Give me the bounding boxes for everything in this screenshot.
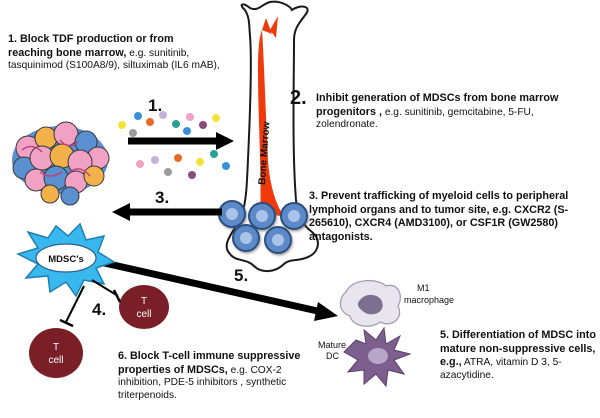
- arrow-1-number: 1.: [148, 96, 163, 115]
- inhibit-line-left: [65, 285, 85, 323]
- m1-macrophage: [339, 280, 401, 327]
- step-6-bold: 6. Block T-cell immune suppressive prope…: [118, 350, 301, 376]
- m1-label-l2: macrophage: [404, 295, 454, 305]
- myeloid-cell-nucleus: [226, 208, 238, 220]
- myeloid-cell-nucleus: [288, 210, 300, 222]
- step-3-bold: 3. Prevent trafficking of myeloid cells …: [309, 190, 569, 243]
- mature-dc-label-l1: Mature: [318, 340, 346, 350]
- mdsc-label: MDSC's: [48, 254, 84, 265]
- tcell-right-label-l2: cell: [136, 309, 151, 320]
- inhibit-line-right: [91, 279, 119, 297]
- tcell-left-label-l2: cell: [48, 355, 63, 366]
- step-2-text: Inhibit generation of MDSCs from bone ma…: [316, 92, 586, 132]
- tcell-left-label-l1: T: [53, 342, 59, 353]
- tcell-left: [29, 328, 83, 378]
- step-1-bold: 1. Block TDF production or from reaching…: [8, 33, 174, 59]
- tdf-dots: [118, 111, 230, 179]
- myeloid-cells: [218, 200, 308, 254]
- myeloid-cell-nucleus: [256, 210, 268, 222]
- tcell-right-label-l1: T: [141, 296, 147, 307]
- step-5-text: 5. Differentiation of MDSC into mature n…: [440, 329, 598, 382]
- bone-marrow-label: Bone Marrow: [257, 121, 272, 185]
- step-6-rest: e.g. COX-2 inhibition, PDE-5 inhibitors …: [118, 364, 287, 401]
- arrow-5: [99, 258, 323, 316]
- step-5-rest: ATRA, vitamin D 3, 5-azacytidine.: [440, 357, 562, 381]
- step-2-rest: e.g. sunitinib, gemcitabine, 5-FU, zolen…: [316, 106, 534, 131]
- step-1-text: 1. Block TDF production or from reaching…: [8, 33, 220, 73]
- mature-dc: [343, 326, 412, 388]
- arrow-4-number: 4.: [92, 300, 107, 319]
- myeloid-cell-nucleus: [272, 234, 284, 246]
- myeloid-cell-nucleus: [240, 232, 252, 244]
- step-5-bold: 5. Differentiation of MDSC into mature n…: [440, 329, 596, 369]
- step-2-bold: Inhibit generation of MDSCs from bone ma…: [316, 92, 559, 118]
- step-3-text: 3. Prevent trafficking of myeloid cells …: [309, 190, 569, 244]
- step-2-number: 2.: [290, 87, 307, 109]
- step-6-text: 6. Block T-cell immune suppressive prope…: [118, 350, 318, 402]
- arrow-5-number: 5.: [234, 266, 249, 285]
- arrow-3-number: 3.: [155, 188, 170, 207]
- tumor-cluster: [12, 121, 110, 206]
- tcell-right: [119, 285, 169, 329]
- m1-label-l1: M1: [417, 283, 430, 293]
- mature-dc-label-l2: DC: [326, 351, 339, 361]
- mdsc-cell: [15, 222, 116, 298]
- step-1-rest: e.g. sunitinib, tasquinimod (S100A8/9), …: [8, 47, 220, 72]
